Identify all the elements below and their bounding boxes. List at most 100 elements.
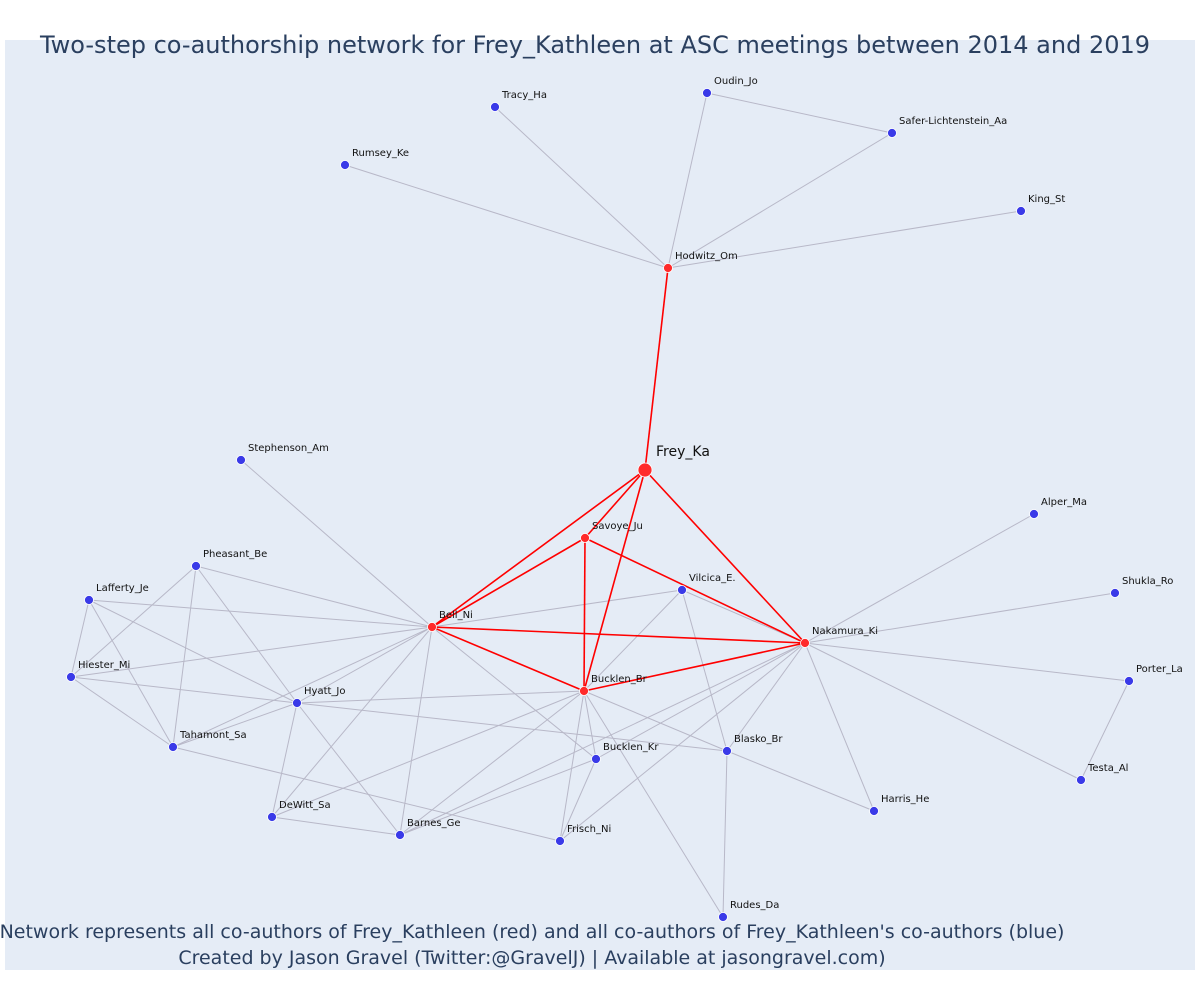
caption-line-1: Network represents all co-authors of Fre…	[0, 921, 1064, 943]
node-frey-ka[interactable]	[637, 462, 653, 478]
node-label-hiester-mi: Hiester_Mi	[78, 660, 130, 671]
edge-hyatt-jo-tahamont-sa	[172, 702, 298, 748]
edge-bucklen-br-nakamura-ki	[583, 642, 806, 692]
edge-blasko-br-harris-he	[726, 750, 875, 812]
node-king-st[interactable]	[1016, 206, 1026, 216]
edge-nakamura-ki-shukla-ro	[804, 592, 1116, 644]
node-hodwitz-om[interactable]	[663, 263, 673, 273]
edge-bucklen-br-blasko-br	[583, 690, 728, 752]
node-bell-ni[interactable]	[427, 622, 437, 632]
node-label-bucklen-br: Bucklen_Br	[591, 674, 648, 685]
chart-title: Two-step co-authorship network for Frey_…	[39, 31, 1150, 59]
node-label-vilcica-e: Vilcica_E.	[689, 573, 736, 584]
node-label-oudin-jo: Oudin_Jo	[714, 76, 758, 87]
edge-nakamura-ki-bucklen-kr	[595, 642, 806, 760]
node-bucklen-kr[interactable]	[591, 754, 601, 764]
node-label-lafferty-je: Lafferty_Je	[96, 583, 149, 594]
node-label-rumsey-ke: Rumsey_Ke	[352, 148, 409, 159]
edge-nakamura-ki-blasko-br	[726, 642, 806, 752]
node-rudes-da[interactable]	[718, 912, 728, 922]
edge-hiester-mi-tahamont-sa	[70, 676, 174, 748]
node-shukla-ro[interactable]	[1110, 588, 1120, 598]
node-stephenson-am[interactable]	[236, 455, 246, 465]
caption-line-2: Created by Jason Gravel (Twitter:@Gravel…	[178, 947, 885, 969]
node-harris-he[interactable]	[869, 806, 879, 816]
node-label-bell-ni: Bell_Ni	[439, 610, 473, 621]
edge-frey-ka-bucklen-br	[583, 469, 646, 692]
node-blasko-br[interactable]	[722, 746, 732, 756]
edge-hyatt-jo-dewitt-sa	[271, 702, 298, 818]
edge-dewitt-sa-barnes-ge	[271, 816, 401, 836]
node-label-nakamura-ki: Nakamura_Ki	[812, 626, 878, 637]
node-savoye-ju[interactable]	[580, 533, 590, 543]
edge-hyatt-jo-blasko-br	[296, 702, 728, 752]
edge-bucklen-br-rudes-da	[583, 690, 724, 918]
node-vilcica-e[interactable]	[677, 585, 687, 595]
node-label-porter-la: Porter_La	[1136, 664, 1183, 675]
edge-hyatt-jo-bucklen-br	[296, 690, 585, 704]
edge-porter-la-testa-al	[1080, 680, 1130, 781]
edge-bell-ni-tahamont-sa	[172, 626, 433, 748]
edge-savoye-ju-nakamura-ki	[584, 537, 806, 644]
node-nakamura-ki[interactable]	[800, 638, 810, 648]
node-label-safer-lichtenstein-aa: Safer-Lichtenstein_Aa	[899, 116, 1007, 127]
edge-oudin-jo-safer-lichtenstein-aa	[706, 92, 893, 134]
node-label-frey-ka: Frey_Ka	[656, 444, 710, 460]
edge-savoye-ju-bell-ni	[431, 537, 586, 628]
node-tracy-ha[interactable]	[490, 102, 500, 112]
edge-nakamura-ki-porter-la	[804, 642, 1130, 682]
node-pheasant-be[interactable]	[191, 561, 201, 571]
node-label-shukla-ro: Shukla_Ro	[1122, 576, 1173, 587]
node-testa-al[interactable]	[1076, 775, 1086, 785]
node-oudin-jo[interactable]	[702, 88, 712, 98]
node-label-savoye-ju: Savoye_Ju	[592, 521, 643, 532]
node-frisch-ni[interactable]	[555, 836, 565, 846]
node-tahamont-sa[interactable]	[168, 742, 178, 752]
edge-savoye-ju-bucklen-br	[583, 537, 586, 692]
node-label-pheasant-be: Pheasant_Be	[203, 549, 267, 560]
node-barnes-ge[interactable]	[395, 830, 405, 840]
node-rumsey-ke[interactable]	[340, 160, 350, 170]
node-hiester-mi[interactable]	[66, 672, 76, 682]
edge-lafferty-je-hyatt-jo	[88, 599, 298, 704]
edge-bell-ni-dewitt-sa	[271, 626, 433, 818]
plot-background	[5, 40, 1195, 970]
node-label-blasko-br: Blasko_Br	[734, 734, 783, 745]
edge-lafferty-je-tahamont-sa	[88, 599, 174, 748]
edge-bell-ni-bucklen-kr	[431, 626, 597, 760]
edge-bucklen-br-barnes-ge	[399, 690, 585, 836]
edge-bucklen-kr-frisch-ni	[559, 758, 597, 842]
edge-bell-ni-bucklen-br	[431, 626, 585, 692]
edge-hodwitz-om-tracy-ha	[494, 106, 669, 269]
node-safer-lichtenstein-aa[interactable]	[887, 128, 897, 138]
node-bucklen-br[interactable]	[579, 686, 589, 696]
node-lafferty-je[interactable]	[84, 595, 94, 605]
node-dewitt-sa[interactable]	[267, 812, 277, 822]
node-label-tahamont-sa: Tahamont_Sa	[179, 730, 247, 741]
edge-hiester-mi-hyatt-jo	[70, 676, 298, 704]
edge-bucklen-br-dewitt-sa	[271, 690, 585, 818]
edge-layer	[70, 92, 1130, 918]
edge-lafferty-je-hiester-mi	[70, 599, 90, 678]
node-label-bucklen-kr: Bucklen_Kr	[603, 742, 659, 753]
edge-bell-ni-pheasant-be	[195, 565, 433, 628]
edge-bell-ni-vilcica-e	[431, 589, 683, 628]
node-label-stephenson-am: Stephenson_Am	[248, 443, 329, 454]
edge-tahamont-sa-frisch-ni	[172, 746, 561, 842]
edge-bell-ni-barnes-ge	[399, 626, 433, 836]
node-hyatt-jo[interactable]	[292, 698, 302, 708]
node-label-alper-ma: Alper_Ma	[1041, 497, 1087, 508]
edge-nakamura-ki-barnes-ge	[399, 642, 806, 836]
edge-nakamura-ki-frisch-ni	[559, 642, 806, 842]
edge-nakamura-ki-alper-ma	[804, 513, 1035, 644]
edge-bell-ni-stephenson-am	[240, 459, 433, 628]
label-layer: Frey_KaHodwitz_OmSavoye_JuBell_NiBucklen…	[78, 76, 1183, 911]
edge-bucklen-kr-barnes-ge	[399, 758, 597, 836]
edge-bucklen-br-frisch-ni	[559, 690, 585, 842]
node-label-king-st: King_St	[1028, 194, 1065, 205]
node-label-harris-he: Harris_He	[881, 794, 929, 805]
node-porter-la[interactable]	[1124, 676, 1134, 686]
node-alper-ma[interactable]	[1029, 509, 1039, 519]
